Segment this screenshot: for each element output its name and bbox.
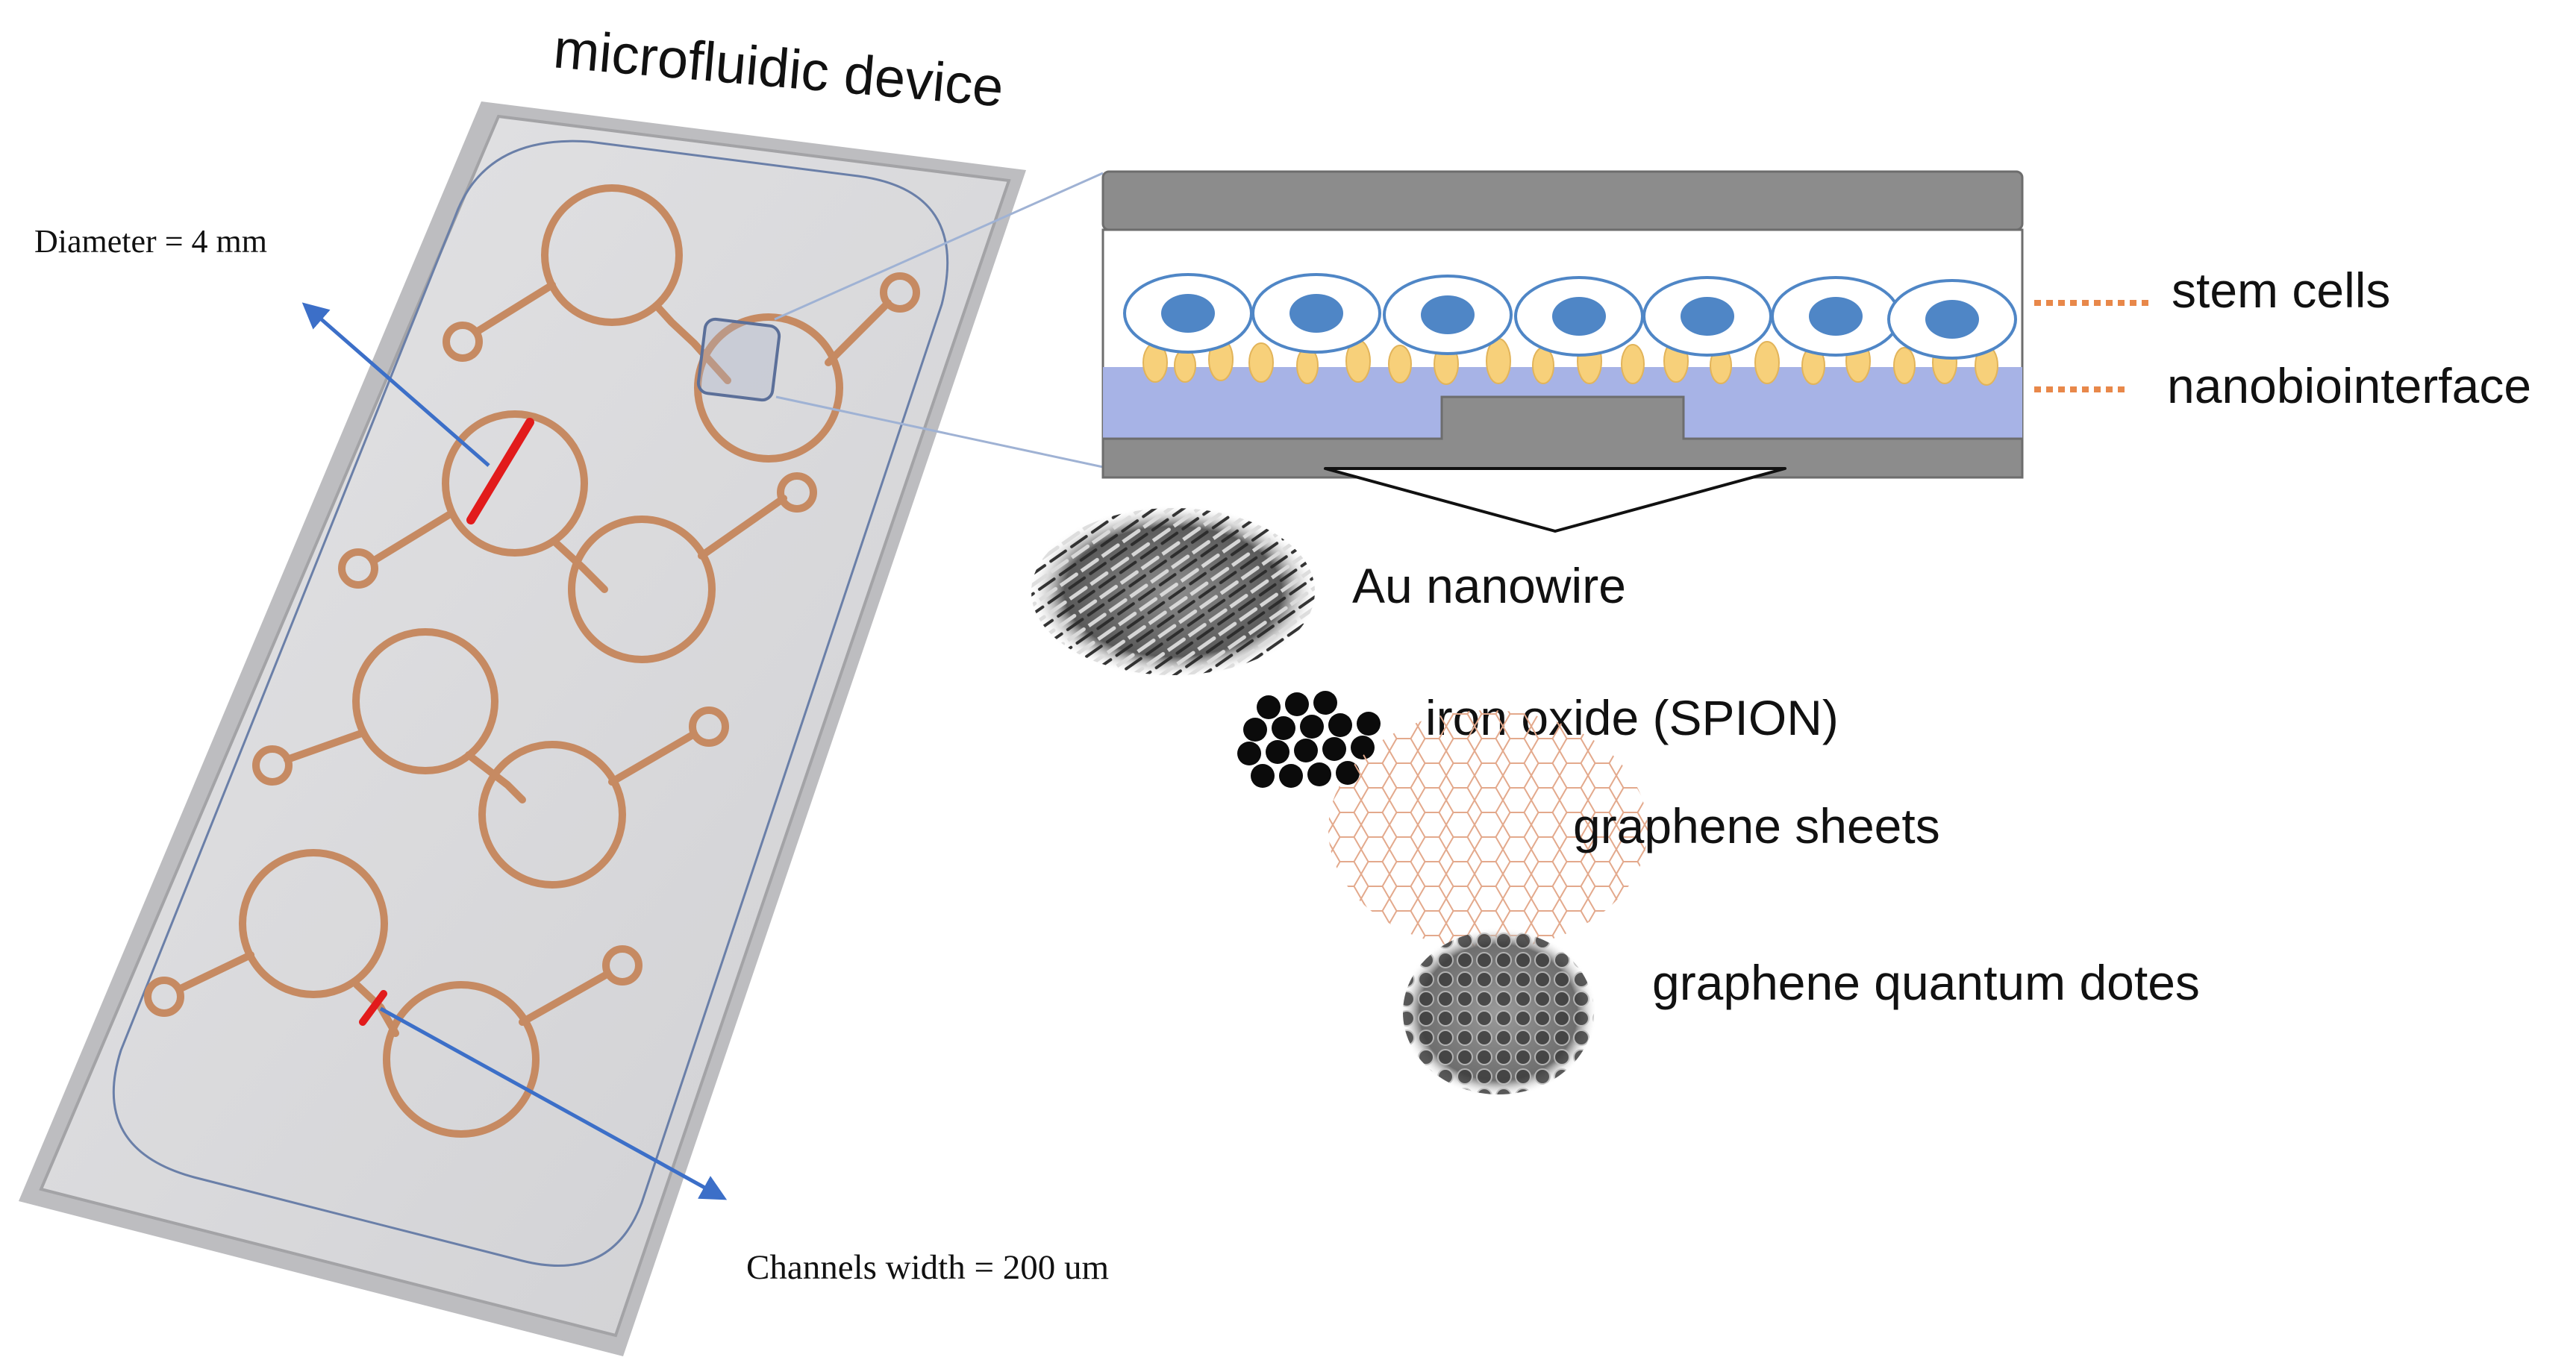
diameter-arrow [301,302,490,467]
expand-arrow-icon [1324,467,1786,533]
channel-width-label: Channels width = 200 um [746,1248,1109,1287]
diameter-indicator [466,418,534,524]
zoom-connector-top [774,172,1104,321]
zoom-region-box [696,317,781,402]
channel-width-indicator [359,990,387,1026]
channel-width-arrow [379,1006,728,1200]
zoom-connector-bottom [775,395,1104,469]
stem-cells [1123,273,2017,360]
quantum-dots-icon [1400,927,1597,1097]
diagram-title: microfluidic device [551,17,1006,118]
nanowire-icon [1028,505,1318,678]
nanobiointerface-label: nanobiointerface [2167,358,2531,413]
spion-icon [1237,691,1381,788]
cross-section-chamber [1101,170,2024,533]
microfluidic-device [19,101,1026,1356]
material-label-graphene-quantum-dots: graphene quantum dotes [1652,955,2200,1010]
stem-cells-label: stem cells [2172,263,2390,318]
material-label-graphene-sheets: graphene sheets [1573,798,1940,853]
diameter-label: Diameter = 4 mm [34,223,267,260]
material-label-au-nanowire: Au nanowire [1352,558,1626,613]
channel-network [144,184,920,1138]
graphene-sheet-icon [1328,710,1648,949]
